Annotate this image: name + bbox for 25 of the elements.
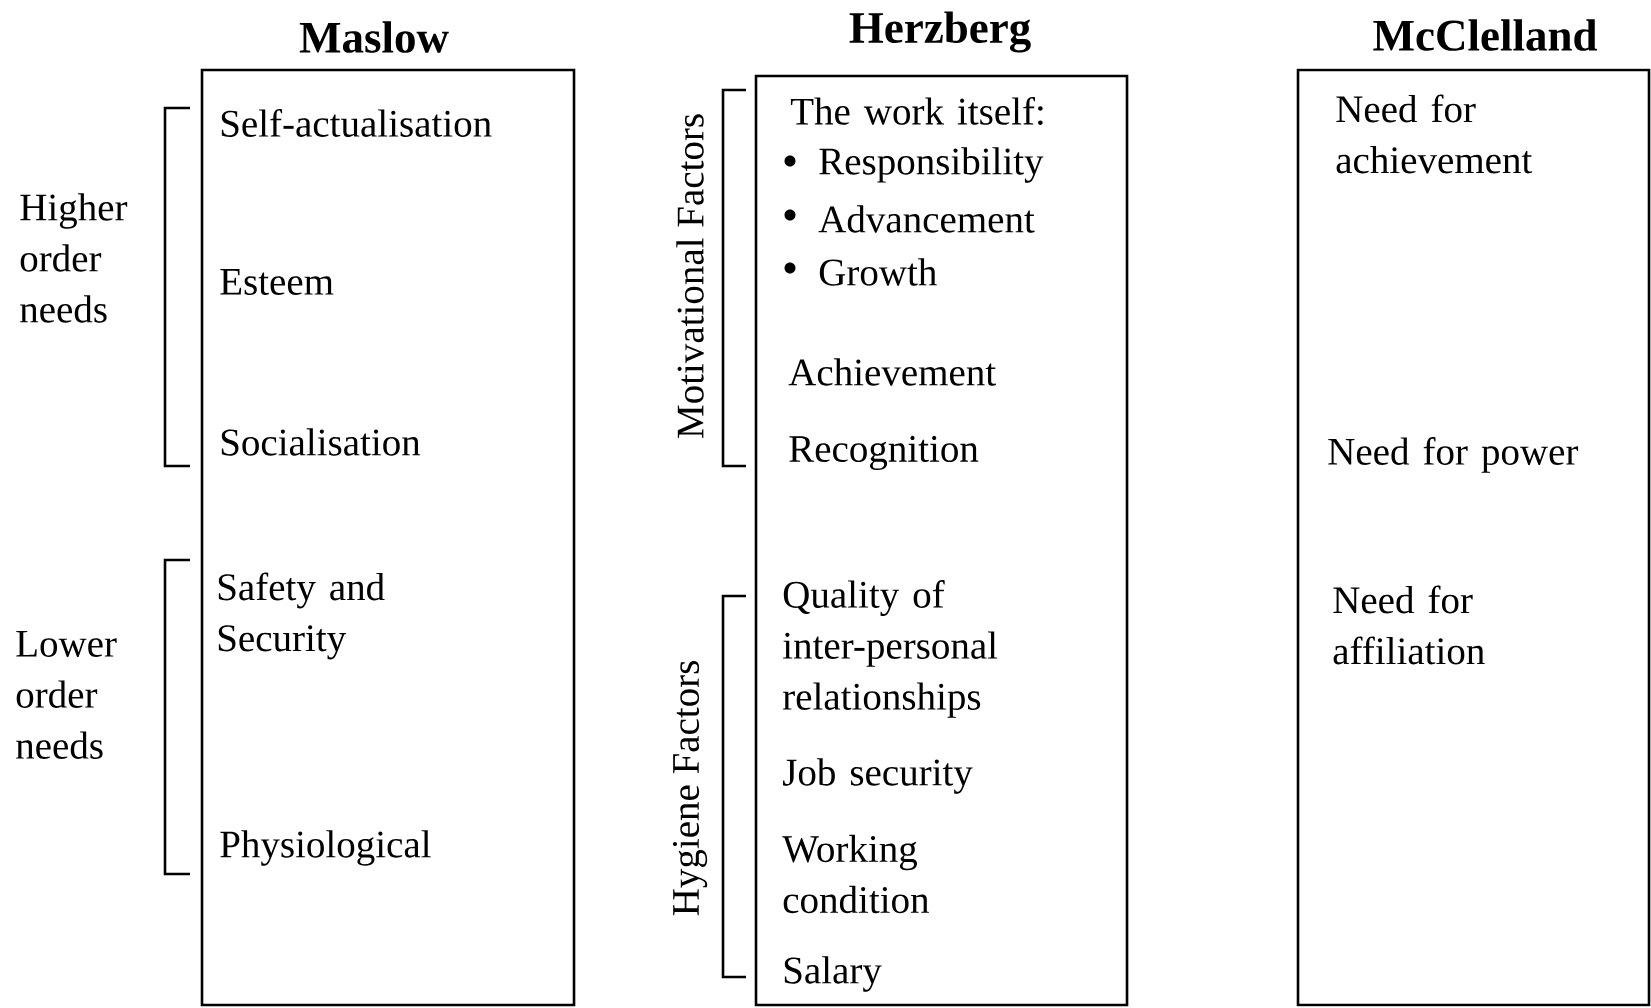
column-heading: McClelland [1373, 19, 1597, 51]
bullet-item: Growth [784, 258, 937, 286]
list-item: Working condition [782, 834, 929, 914]
column-heading: Herzberg [849, 11, 1031, 53]
list-item: Physiological [220, 830, 431, 866]
list-item: Job security [783, 758, 973, 794]
bracket-label: Higher order needs [20, 193, 128, 323]
list-item: Need for affiliation [1333, 585, 1485, 665]
bracket-label: Motivational Factors [676, 114, 704, 438]
bracket-label: Lower order needs [16, 631, 117, 759]
bracket-label: Hygiene Factors [672, 661, 708, 916]
list-item: Salary [784, 956, 882, 992]
list-item: Quality of inter-personal relationships [783, 580, 998, 718]
list-item: Need for achievement [1336, 94, 1533, 174]
list-item: Safety and Security [218, 572, 385, 660]
list-item: Self-actualisation [221, 109, 492, 137]
list-item: The work itself: [790, 97, 1043, 125]
list-item: Achievement [788, 358, 996, 386]
list-item: Recognition [789, 435, 979, 471]
list-item: Need for power [1328, 437, 1579, 473]
list-item: Socialisation [221, 428, 421, 456]
bullet-item: Responsibility [784, 147, 1044, 183]
column-heading: Maslow [299, 21, 449, 53]
bullet-item: Advancement [784, 205, 1035, 233]
list-item: Esteem [220, 269, 334, 295]
